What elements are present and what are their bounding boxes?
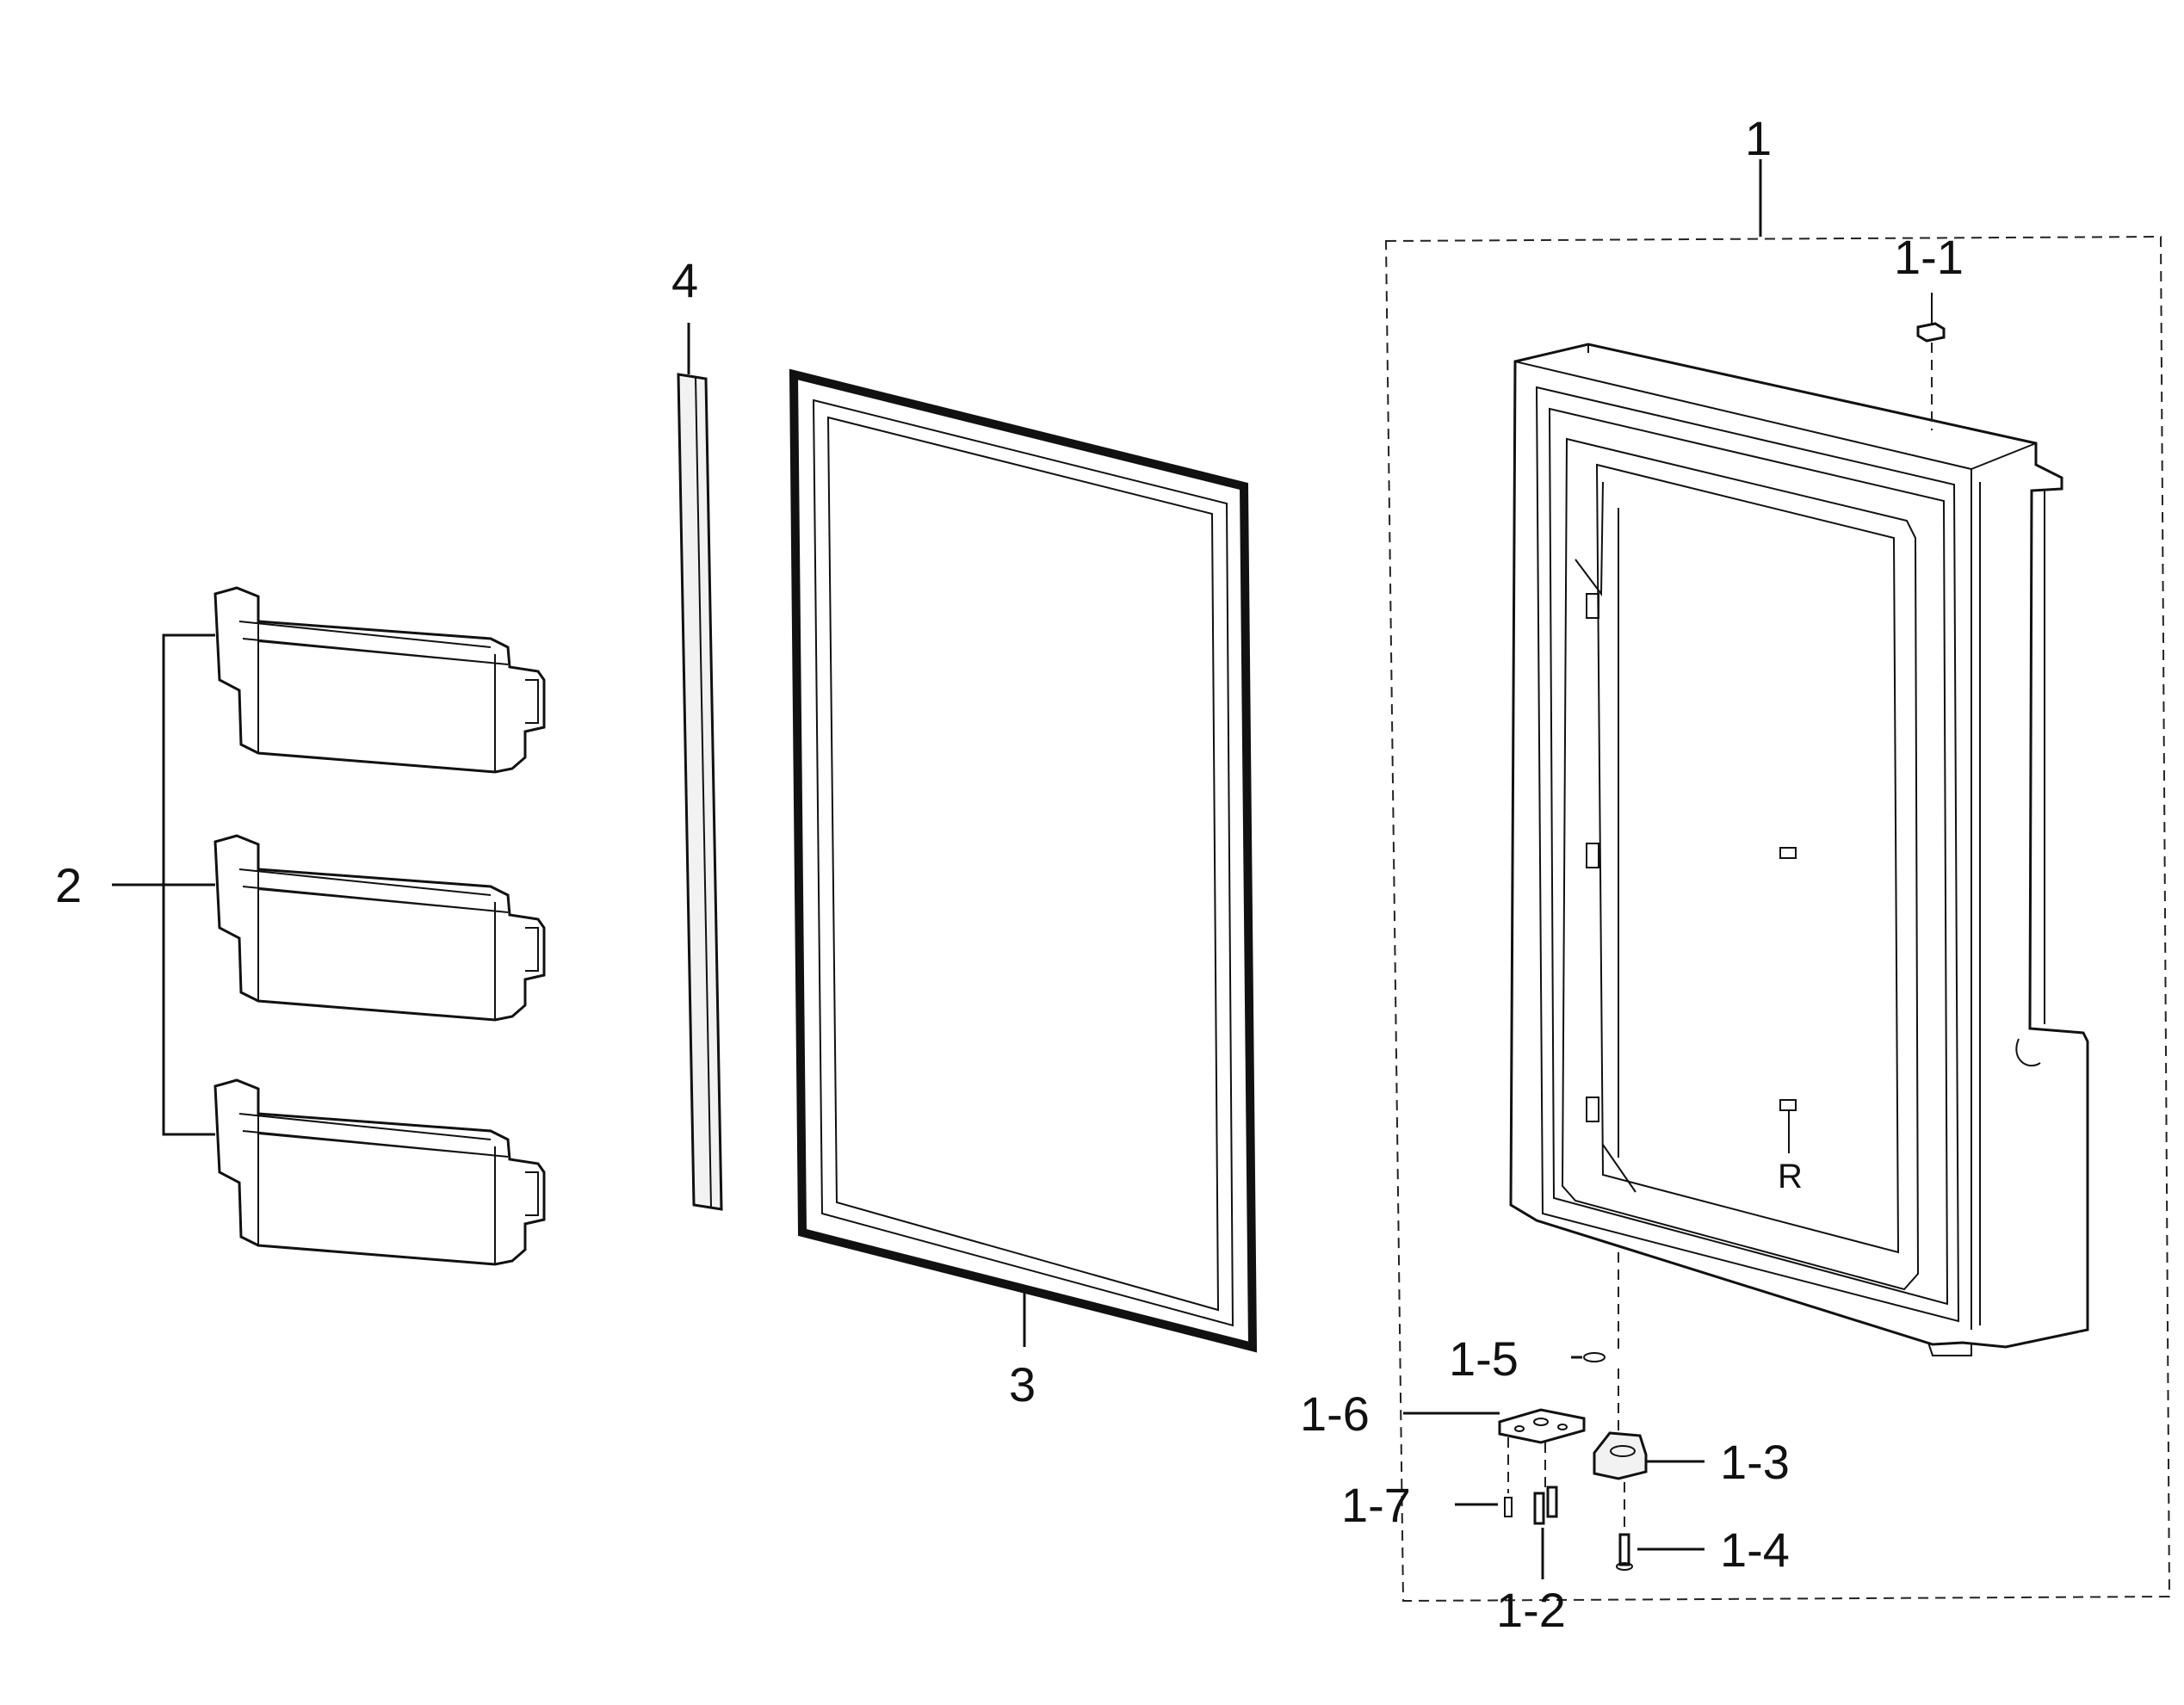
label-2: 2 bbox=[55, 858, 82, 912]
part-1-1-cap bbox=[1916, 293, 1946, 430]
label-1-6: 1-6 bbox=[1300, 1387, 1370, 1441]
label-1-2: 1-2 bbox=[1496, 1583, 1566, 1637]
label-1-1: 1-1 bbox=[1894, 230, 1964, 284]
label-1-4: 1-4 bbox=[1720, 1523, 1790, 1577]
part-1-5-washer bbox=[1571, 1252, 1619, 1362]
leader-2-bracket bbox=[112, 633, 215, 1136]
part-1-3-hinge bbox=[1593, 1368, 1705, 1480]
label-1-5: 1-5 bbox=[1449, 1331, 1519, 1386]
door-bin-bottom bbox=[213, 1078, 546, 1266]
door-gasket bbox=[789, 368, 1258, 1353]
label-4: 4 bbox=[671, 253, 698, 307]
label-1-3: 1-3 bbox=[1720, 1435, 1790, 1489]
label-1-7: 1-7 bbox=[1341, 1478, 1411, 1532]
door-mark-r: R bbox=[1778, 1158, 1803, 1195]
assembly-boundary bbox=[1384, 235, 2171, 1603]
part-1-4-pin bbox=[1616, 1482, 1705, 1571]
part-1-6-plate bbox=[1403, 1408, 1586, 1493]
door-bin-group bbox=[112, 586, 546, 1266]
label-3: 3 bbox=[1009, 1357, 1036, 1412]
door-strip bbox=[677, 323, 723, 1211]
part-1-2-screws bbox=[1533, 1486, 1558, 1579]
label-1: 1 bbox=[1745, 111, 1772, 165]
door-assembly: R bbox=[1384, 159, 2171, 1603]
door-bin-top bbox=[213, 586, 546, 774]
part-1-7-screw bbox=[1455, 1497, 1513, 1517]
door-bin-middle bbox=[213, 834, 546, 1022]
